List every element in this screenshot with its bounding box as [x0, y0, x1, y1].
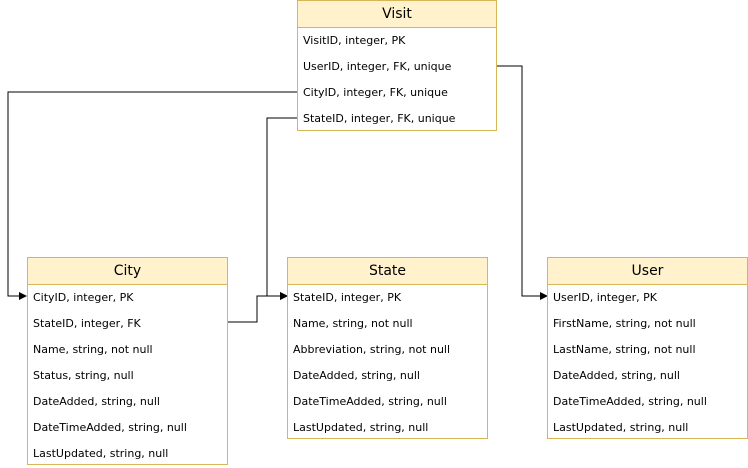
- field-row[interactable]: Abbreviation, string, not null: [293, 343, 451, 356]
- field-row[interactable]: DateTimeAdded, string, null: [293, 395, 447, 408]
- field-row[interactable]: StateID, integer, FK: [33, 317, 141, 330]
- field-row[interactable]: DateTimeAdded, string, null: [33, 421, 187, 434]
- field-row[interactable]: Name, string, not null: [293, 317, 413, 330]
- field-row[interactable]: LastUpdated, string, null: [33, 447, 169, 460]
- field-row[interactable]: LastName, string, not null: [553, 343, 696, 356]
- entity-title: Visit: [298, 1, 496, 28]
- connector-visit-cityid-to-city: [7, 91, 298, 300]
- field-row[interactable]: Name, string, not null: [33, 343, 153, 356]
- field-row[interactable]: StateID, integer, PK: [293, 291, 402, 304]
- field-row[interactable]: VisitID, integer, PK: [303, 34, 406, 47]
- field-row[interactable]: DateAdded, string, null: [553, 369, 680, 382]
- field-row[interactable]: LastUpdated, string, null: [293, 421, 429, 434]
- entity-title: User: [548, 258, 747, 285]
- field-row[interactable]: UserID, integer, FK, unique: [303, 60, 452, 73]
- field-row[interactable]: DateAdded, string, null: [33, 395, 160, 408]
- entity-visit[interactable]: Visit VisitID, integer, PK UserID, integ…: [297, 0, 497, 131]
- field-row[interactable]: FirstName, string, not null: [553, 317, 696, 330]
- field-row[interactable]: UserID, integer, PK: [553, 291, 658, 304]
- field-row[interactable]: LastUpdated, string, null: [553, 421, 689, 434]
- entity-title: City: [28, 258, 227, 285]
- connector-city-stateid-to-state: [227, 292, 288, 323]
- field-row[interactable]: Status, string, null: [33, 369, 134, 382]
- field-row[interactable]: DateAdded, string, null: [293, 369, 420, 382]
- field-row[interactable]: DateTimeAdded, string, null: [553, 395, 707, 408]
- entity-user[interactable]: User UserID, integer, PK FirstName, stri…: [547, 257, 748, 439]
- entity-state[interactable]: State StateID, integer, PK Name, string,…: [287, 257, 488, 439]
- entity-title: State: [288, 258, 487, 285]
- connector-visit-userid-to-user: [497, 65, 548, 300]
- field-row[interactable]: CityID, integer, FK, unique: [303, 86, 448, 99]
- field-row[interactable]: StateID, integer, FK, unique: [303, 112, 456, 125]
- field-row[interactable]: CityID, integer, PK: [33, 291, 134, 304]
- entity-city[interactable]: City CityID, integer, PK StateID, intege…: [27, 257, 228, 465]
